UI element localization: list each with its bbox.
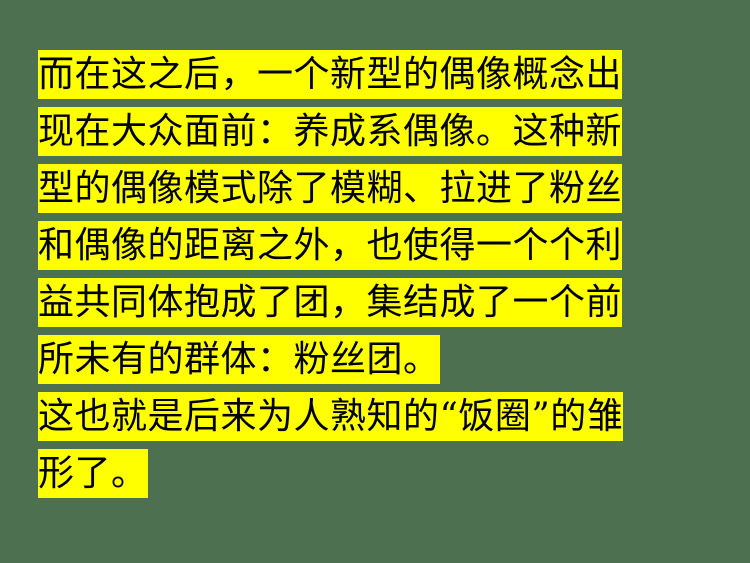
highlighted-text-body: 而在这之后，一个新型的偶像概念出 现在大众面前：养成系偶像。这种新 型的偶像模式… <box>38 50 710 506</box>
highlighted-text-run: 所未有的群体：粉丝团。 <box>38 335 440 384</box>
text-line: 和偶像的距离之外，也使得一个个利 <box>38 221 710 270</box>
text-line: 而在这之后，一个新型的偶像概念出 <box>38 50 710 99</box>
text-line: 型的偶像模式除了模糊、拉进了粉丝 <box>38 164 710 213</box>
highlighted-text-run: 型的偶像模式除了模糊、拉进了粉丝 <box>38 164 623 213</box>
text-line: 所未有的群体：粉丝团。 <box>38 335 710 384</box>
highlighted-text-run: 益共同体抱成了团，集结成了一个前 <box>38 278 623 327</box>
text-line: 形了。 <box>38 449 710 498</box>
text-line: 益共同体抱成了团，集结成了一个前 <box>38 278 710 327</box>
highlighted-text-run: 而在这之后，一个新型的偶像概念出 <box>38 50 623 99</box>
highlighted-text-run: 和偶像的距离之外，也使得一个个利 <box>38 221 623 270</box>
text-line: 这也就是后来为人熟知的“饭圈”的雏 <box>38 392 710 441</box>
highlighted-text-run: 这也就是后来为人熟知的“饭圈”的雏 <box>38 392 624 441</box>
highlighted-text-run: 形了。 <box>38 449 148 498</box>
highlighted-text-run: 现在大众面前：养成系偶像。这种新 <box>38 107 623 156</box>
text-line: 现在大众面前：养成系偶像。这种新 <box>38 107 710 156</box>
